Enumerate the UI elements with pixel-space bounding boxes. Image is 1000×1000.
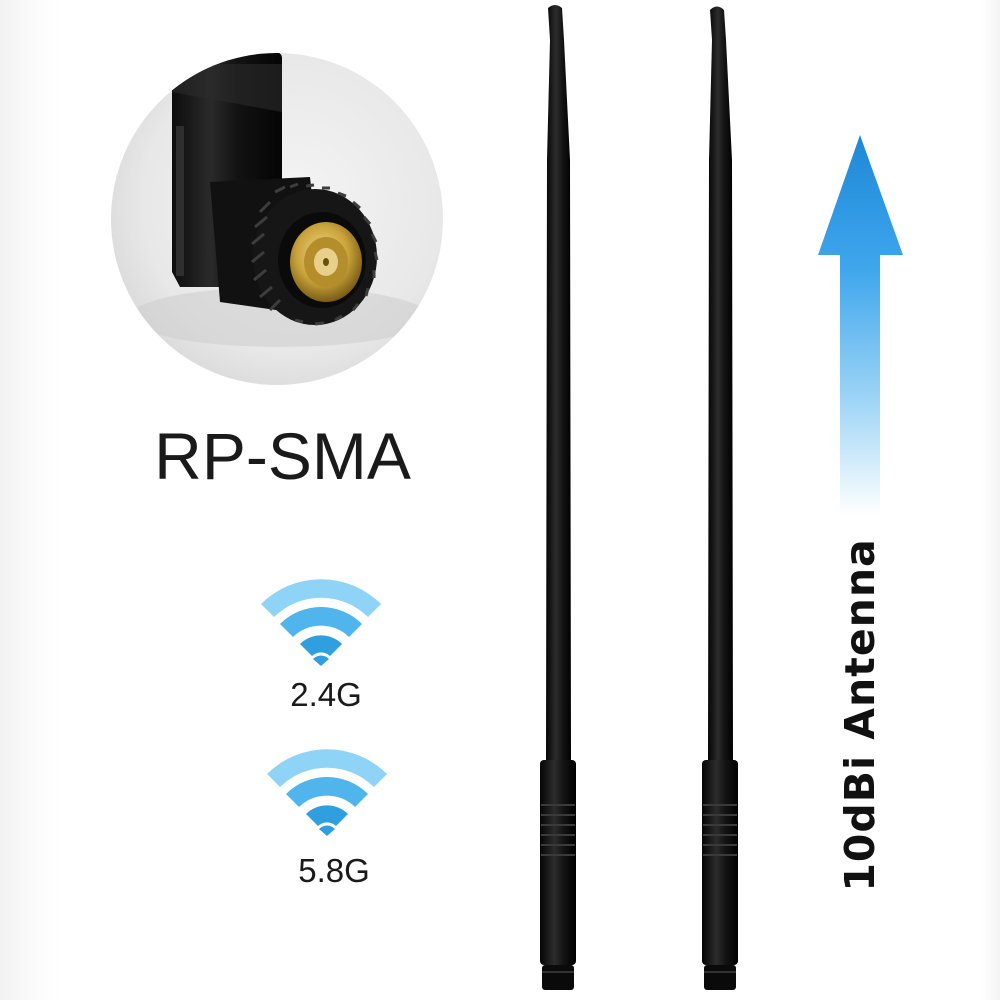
rp-sma-connector-photo [111, 53, 443, 385]
up-arrow-icon [818, 135, 903, 515]
connector-type-label: RP-SMA [154, 419, 411, 493]
band-label-5-8g: 5.8G [298, 852, 370, 889]
antenna-left [540, 5, 576, 990]
wifi-icon [267, 749, 387, 836]
left-edge-shadow [0, 0, 60, 1000]
antenna-right [702, 6, 738, 990]
right-edge-shadow [982, 0, 1000, 1000]
antenna-pair [540, 5, 738, 990]
wifi-icon [261, 579, 381, 666]
band-label-2-4g: 2.4G [290, 676, 362, 713]
